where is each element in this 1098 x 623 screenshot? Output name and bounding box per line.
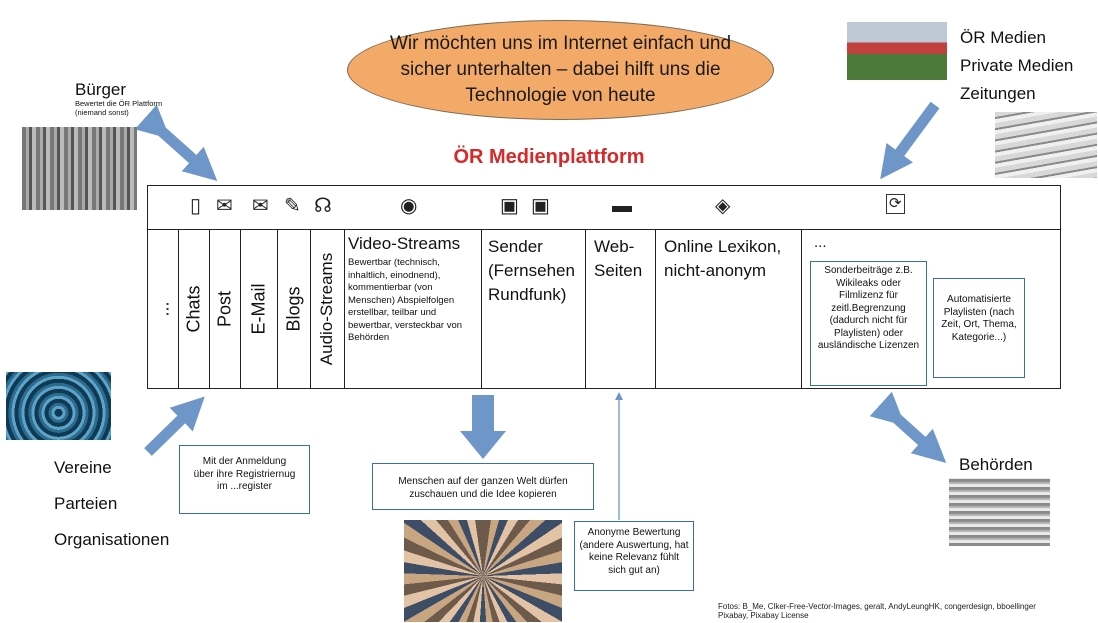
buerger-desc-line1: Bewertet die ÖR Plattform	[75, 99, 163, 108]
headphones-icon: ☊	[314, 195, 332, 217]
orgs-line3: Organisationen	[54, 530, 170, 549]
col-video: Video-Streams Bewertbar (technisch, inha…	[344, 229, 482, 388]
notepad-icon: ✎	[284, 195, 301, 217]
media-photo	[847, 22, 947, 80]
web-label: Web-Seiten	[594, 237, 643, 280]
orgs-arrow	[144, 396, 205, 456]
buerger-title: Bürger	[75, 80, 127, 99]
col-audio-label: Audio-Streams	[317, 252, 336, 365]
credits-line1: Fotos: B_Me, Clker-Free-Vector-Images, g…	[718, 602, 1036, 611]
col-blogs: Blogs	[277, 229, 311, 388]
more-label: ...	[814, 234, 827, 251]
orgs-list: Vereine Parteien Organisationen	[54, 450, 169, 558]
lexikon-label: Online Lexikon, nicht-anonym	[664, 237, 782, 280]
media-arrow	[880, 101, 940, 180]
down-arrow-shaft	[472, 395, 494, 433]
behoerden-label: Behörden	[959, 455, 1033, 474]
col-sender: Sender (Fernsehen Rundfunk)	[482, 229, 586, 388]
buerger-desc-line2: (niemand sonst)	[75, 108, 129, 117]
col-lexikon: Online Lexikon, nicht-anonym	[656, 229, 802, 388]
down-arrow-head	[460, 431, 506, 459]
media-line3: Zeitungen	[960, 84, 1036, 103]
speech-bubble-text: Wir möchten uns im Internet einfach und …	[389, 33, 732, 106]
col-blogs-label: Blogs	[283, 285, 303, 332]
credits-line2: Pixabay, Pixabay License	[718, 611, 809, 620]
col-post-label: Post	[214, 290, 234, 327]
playlisten-box: Automatisierte Playlisten (nach Zeit, Or…	[933, 278, 1025, 378]
orgs-line2: Parteien	[54, 494, 118, 513]
photo-credits: Fotos: B_Me, Clker-Free-Vector-Images, g…	[718, 602, 1036, 620]
people-photo	[6, 372, 111, 440]
anmeldung-box: Mit der Anmeldung über ihre Registriernu…	[179, 445, 310, 514]
col-email-label: E-Mail	[248, 282, 268, 335]
phone-icon: ▯	[190, 195, 202, 217]
book-icon: ◈	[715, 195, 731, 217]
faces-photo	[404, 520, 562, 622]
buerger-arrow	[134, 104, 218, 181]
platform-title: ÖR Medienplattform	[453, 146, 645, 168]
web-thin-arrow-head	[615, 392, 623, 400]
col-dots: ...	[148, 229, 179, 388]
col-web: Web-Seiten	[586, 229, 656, 388]
col-audio: Audio-Streams	[310, 229, 345, 388]
media-list: ÖR Medien Private Medien Zeitungen	[960, 24, 1073, 108]
refresh-icon: ⟳	[886, 194, 905, 214]
video-title: Video-Streams	[348, 234, 461, 253]
col-chats-label: Chats	[183, 284, 203, 333]
mailbox-icon: ✉	[216, 195, 233, 217]
media-line1: ÖR Medien	[960, 28, 1046, 47]
buerger-desc: Bewertet die ÖR Plattform (niemand sonst…	[75, 99, 162, 117]
newspaper-photo	[995, 112, 1097, 178]
sender-label: Sender (Fernsehen Rundfunk)	[488, 237, 575, 304]
tv-icon: ▣	[531, 195, 550, 217]
col-dots-label: ...	[152, 300, 173, 317]
envelope-icon: ✉	[252, 195, 269, 217]
monitor-icon: ▬	[612, 195, 632, 217]
media-line2: Private Medien	[960, 56, 1074, 75]
col-chats: Chats	[178, 229, 210, 388]
orgs-line1: Vereine	[54, 458, 112, 477]
radio-icon: ▣	[500, 195, 519, 217]
camera-icon: ◉	[400, 195, 418, 217]
icon-row: ▯ ✉ ✉ ✎ ☊ ◉ ▣ ▣ ▬ ◈ ⟳	[148, 186, 1060, 230]
col-post: Post	[209, 229, 241, 388]
sonder-box: Sonderbeiträge z.B. Wikileaks oder Filml…	[810, 261, 927, 386]
crowd-photo	[22, 127, 137, 210]
platform-box: ▯ ✉ ✉ ✎ ☊ ◉ ▣ ▣ ▬ ◈ ⟳ ... Chats Post E-M…	[147, 185, 1061, 389]
anonym-box: Anonyme Bewertung (andere Auswertung, ha…	[574, 521, 694, 591]
speech-bubble: Wir möchten uns im Internet einfach und …	[347, 20, 774, 120]
files-photo	[949, 478, 1050, 546]
video-desc: Bewertbar (technisch, inhaltlich, einodn…	[348, 257, 463, 343]
col-email: E-Mail	[240, 229, 278, 388]
behoerden-arrow	[869, 391, 947, 464]
menschen-box: Menschen auf der ganzen Welt dürfen zusc…	[372, 463, 594, 510]
